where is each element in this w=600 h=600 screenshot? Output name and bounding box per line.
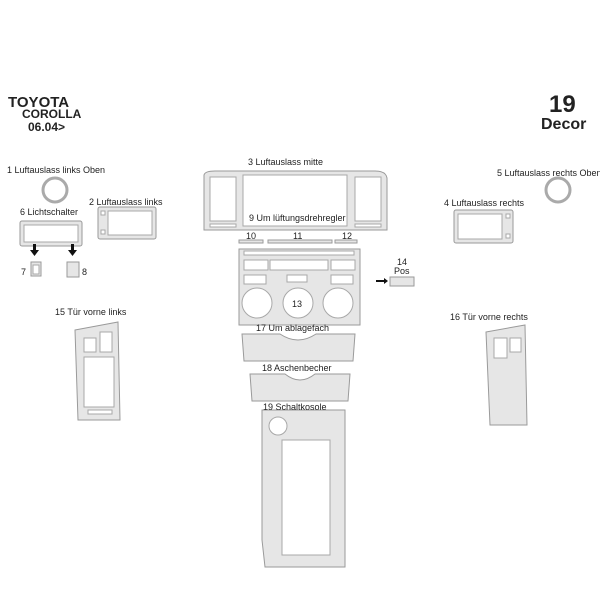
- label-part-12: 12: [342, 231, 353, 241]
- part-18-panel: [249, 373, 351, 402]
- part-17-panel: [241, 333, 356, 362]
- kit-count: 19: [549, 91, 576, 118]
- label-part-14-number: 14: [397, 257, 408, 267]
- part-8: [66, 261, 80, 278]
- label-part-5: 5 Luftauslass rechts Oben: [497, 168, 600, 178]
- part-11-strip: [267, 239, 333, 244]
- label-part-11: 11: [293, 231, 303, 241]
- label-part-7: 7: [21, 267, 27, 277]
- part-10-strip: [238, 239, 264, 244]
- part-15-door-left: [74, 321, 121, 421]
- label-part-3: 3 Luftauslass mitte: [248, 157, 324, 167]
- part-16-door-right: [485, 324, 528, 426]
- part-7: [30, 261, 42, 277]
- model-date: 06.04>: [28, 120, 66, 134]
- label-part-2: 2 Luftauslass links: [89, 197, 163, 207]
- part-1-ring: [41, 176, 69, 204]
- label-part-13: 13: [292, 299, 303, 309]
- label-part-16: 16 Tür vorne rechts: [450, 312, 528, 322]
- label-part-19: 19 Schaltkosole: [263, 402, 327, 412]
- label-part-1: 1 Luftauslass links Oben: [7, 165, 106, 175]
- label-part-9: 9 Um lüftungsdrehregler: [249, 213, 346, 223]
- label-part-10: 10: [246, 231, 257, 241]
- label-part-6: 6 Lichtschalter: [20, 207, 79, 217]
- part-2-frame: [97, 206, 157, 240]
- part-14: [389, 276, 415, 287]
- brand-make: TOYOTA: [8, 94, 70, 111]
- part-6-frame: [19, 220, 83, 247]
- kit-type: Decor: [541, 116, 587, 133]
- brand-model: COROLLA: [22, 107, 82, 121]
- part-12-strip: [334, 239, 358, 244]
- part-19-console: [261, 409, 346, 568]
- part-3-frame: [203, 170, 388, 231]
- label-part-17: 17 Um ablagefach: [256, 323, 330, 333]
- label-part-8: 8: [82, 267, 88, 277]
- label-part-14-name: Pos: [394, 266, 410, 276]
- label-part-18: 18 Aschenbecher: [262, 363, 332, 373]
- label-part-15: 15 Tür vorne links: [55, 307, 127, 317]
- arrow-right-icon: [376, 278, 388, 284]
- part-4-frame: [453, 209, 514, 244]
- part-5-ring: [544, 176, 572, 204]
- part-13-panel: [238, 248, 361, 326]
- label-part-4: 4 Luftauslass rechts: [444, 198, 525, 208]
- arrow-down-icon: [68, 244, 77, 256]
- arrow-down-icon: [30, 244, 39, 256]
